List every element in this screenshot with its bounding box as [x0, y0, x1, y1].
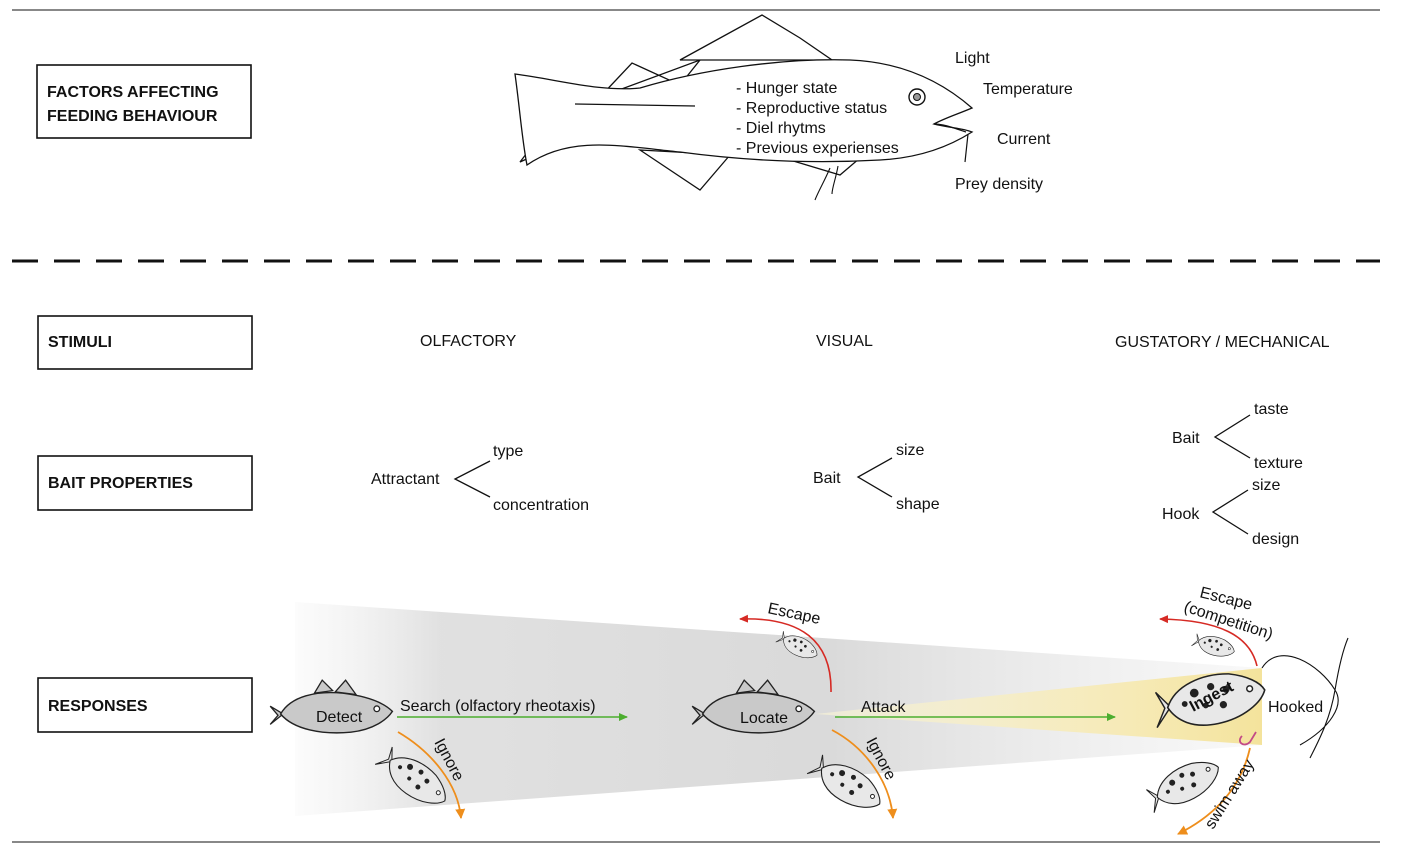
gustatory-bait-branch-texture: texture — [1254, 455, 1303, 472]
factors-title-line2: FEEDING BEHAVIOUR — [47, 108, 218, 125]
stimulus-olfactory: OLFACTORY — [420, 333, 517, 350]
stimulus-gustatory-mechanical: GUSTATORY / MECHANICAL — [1115, 334, 1330, 351]
fishing-line — [1261, 637, 1349, 759]
gustatory-bait-root: Bait — [1172, 430, 1200, 447]
large-fish-illustration — [514, 14, 974, 201]
escape-arrow — [739, 614, 832, 693]
visual-branch-shape: shape — [896, 496, 940, 513]
gustatory-bait-branch-taste: taste — [1254, 401, 1289, 418]
gustatory-hook-branch-lines — [1211, 489, 1249, 535]
response-escape: Escape — [766, 600, 822, 628]
visual-branch-lines — [856, 457, 893, 498]
gustatory-hook-root: Hook — [1162, 506, 1200, 523]
response-hooked: Hooked — [1268, 699, 1323, 716]
gustatory-hook-branch-size: size — [1252, 477, 1281, 494]
factor-internal-2: - Reproductive status — [736, 100, 887, 117]
ignore-arrow-2 — [831, 729, 898, 819]
escape-competition-arrow — [1159, 615, 1258, 667]
olfactory-branch-type: type — [493, 443, 523, 460]
stimuli-title: STIMULI — [48, 334, 112, 351]
factor-internal-4: - Previous experienses — [736, 140, 899, 157]
factor-temperature: Temperature — [983, 81, 1073, 98]
response-search: Search (olfactory rheotaxis) — [400, 698, 596, 715]
gustatory-hook-branch-design: design — [1252, 531, 1299, 548]
response-detect: Detect — [316, 709, 363, 726]
factor-internal-1: - Hunger state — [736, 80, 837, 97]
bait-properties-box — [37, 455, 253, 511]
response-locate: Locate — [740, 710, 788, 727]
stimulus-visual: VISUAL — [816, 333, 873, 350]
gustatory-bait-branch-lines — [1213, 414, 1251, 459]
factors-title-line1: FACTORS AFFECTING — [47, 84, 219, 101]
swim-away-arrow — [1177, 747, 1251, 835]
factor-current: Current — [997, 131, 1051, 148]
responses-box — [37, 677, 253, 733]
olfactory-branch-lines — [453, 460, 491, 498]
responses-title: RESPONSES — [48, 698, 148, 715]
olfactory-branch-concentration: concentration — [493, 497, 589, 514]
escape-competition-fish-illustration — [1190, 631, 1238, 661]
visual-branch-size: size — [896, 442, 925, 459]
factor-internal-3: - Diel rhytms — [736, 120, 826, 137]
olfactory-root: Attractant — [371, 471, 440, 488]
stimuli-box — [37, 315, 253, 370]
visual-attack-cone — [815, 668, 1262, 745]
bait-properties-title: BAIT PROPERTIES — [48, 475, 193, 492]
visual-root: Bait — [813, 470, 841, 487]
factor-prey-density: Prey density — [955, 176, 1043, 193]
response-attack: Attack — [861, 699, 906, 716]
hook-icon — [1238, 731, 1257, 746]
factor-light: Light — [955, 50, 990, 67]
factors-box — [36, 64, 252, 139]
ignore-arrow-1 — [397, 731, 466, 819]
